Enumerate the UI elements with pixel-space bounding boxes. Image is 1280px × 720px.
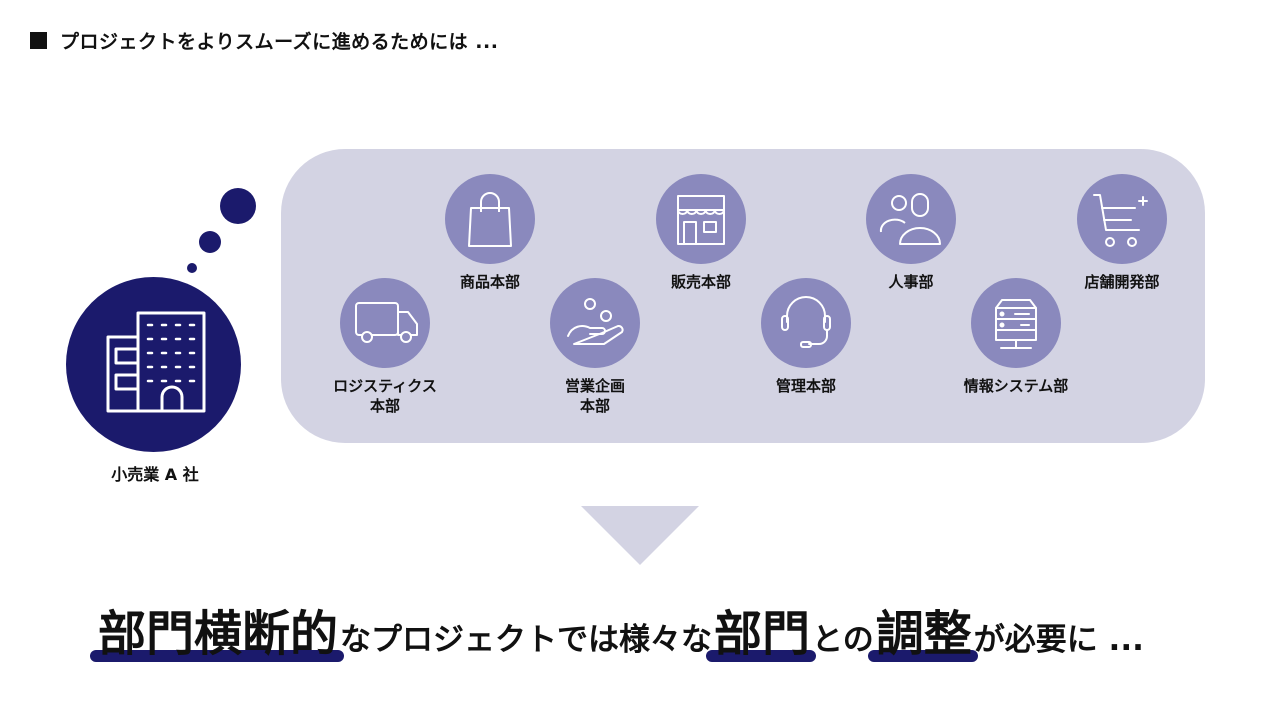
truck-icon [355, 302, 418, 343]
dept-sales-planning: 営業企画 本部 [525, 278, 665, 416]
dept-administration: 管理本部 [736, 278, 876, 396]
highlight-departments: 部門 [706, 594, 817, 664]
dept-label: ロジスティクス 本部 [333, 377, 437, 415]
cart-plus-icon [1093, 194, 1148, 247]
dept-icon-circle [866, 174, 956, 264]
thought-bubble-large [220, 188, 256, 224]
conclusion-text: が必要に ... [973, 622, 1144, 658]
header-title: プロジェクトをよりスムーズに進めるためには ... [60, 31, 499, 53]
dept-icon-circle [445, 174, 535, 264]
dept-label: 店舗開発部 [1084, 273, 1160, 291]
dept-merchandise: 商品本部 [420, 174, 560, 292]
dept-label: 商品本部 [459, 273, 520, 291]
dept-label: 販売本部 [670, 273, 731, 291]
server-icon [995, 299, 1037, 349]
conclusion-text: なプロジェクトでは様々な [340, 622, 713, 658]
dept-label: 情報システム部 [963, 377, 1069, 395]
dept-label: 人事部 [888, 273, 934, 291]
dept-icon-circle [971, 278, 1061, 368]
square-bullet-icon [30, 32, 47, 49]
storefront-icon [677, 195, 725, 245]
shopping-bag-icon [468, 192, 512, 247]
highlight-coordination: 調整 [867, 594, 978, 664]
thought-bubble-small [187, 263, 197, 273]
highlight-cross-department: 部門横断的 [89, 594, 345, 664]
conclusion-message: 部門横断的 なプロジェクトでは様々な 部門 との 調整 が必要に ... [89, 594, 1196, 664]
company-circle [66, 277, 241, 452]
section-header: プロジェクトをよりスムーズに進めるためには ... [30, 27, 498, 54]
dept-hr: 人事部 [841, 174, 981, 292]
dept-store-development: 店舗開発部 [1052, 174, 1192, 292]
dept-label: 営業企画 本部 [564, 377, 625, 415]
dept-it-systems: 情報システム部 [946, 278, 1086, 396]
people-icon [879, 193, 941, 245]
office-building-icon [106, 311, 206, 413]
hand-coins-icon [567, 298, 624, 345]
dept-icon-circle [761, 278, 851, 368]
dept-icon-circle [340, 278, 430, 368]
thought-bubble-medium [199, 231, 221, 253]
dept-logistics: ロジスティクス 本部 [315, 278, 455, 416]
conclusion-text: との [812, 622, 874, 658]
dept-icon-circle [1077, 174, 1167, 264]
company-label: 小売業 A 社 [111, 465, 199, 484]
dept-label: 管理本部 [775, 377, 836, 395]
dept-icon-circle [550, 278, 640, 368]
headset-icon [781, 296, 831, 348]
dept-sales: 販売本部 [631, 174, 771, 292]
down-triangle-icon [581, 506, 699, 565]
dept-icon-circle [656, 174, 746, 264]
